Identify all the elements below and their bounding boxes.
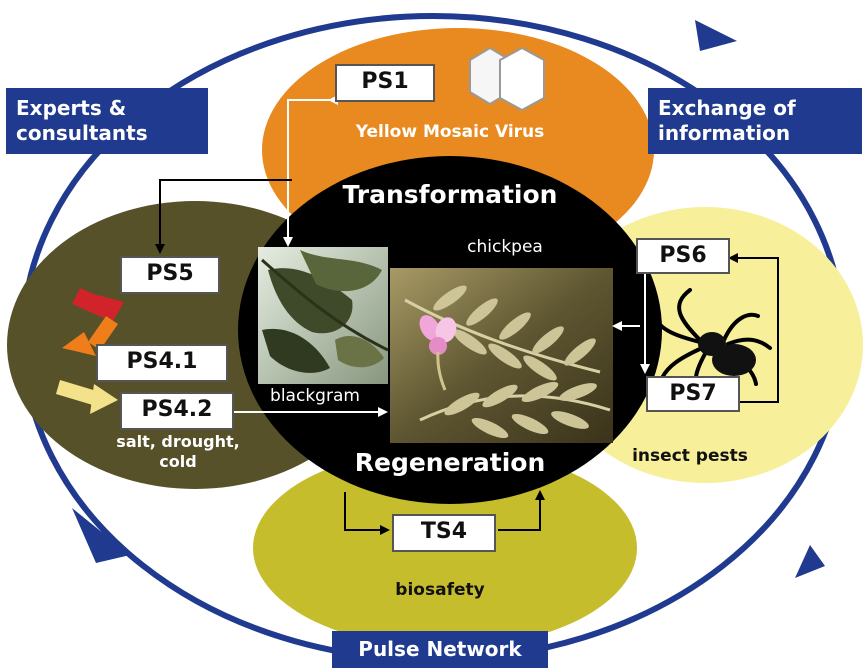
regeneration-title: Regeneration: [354, 448, 546, 477]
abiotic-stress-line-2: cold: [159, 452, 197, 471]
ps1-label: PS1: [361, 69, 409, 94]
circle-arrow-top-right: [695, 20, 737, 51]
biosafety-caption: biosafety: [395, 580, 485, 600]
yellow-arrow-icon: [56, 380, 118, 414]
ps6-label: PS6: [659, 243, 707, 268]
exchange-line-2: information: [658, 121, 791, 145]
ts4-label: TS4: [420, 519, 468, 544]
ts4-box: TS4: [392, 514, 496, 552]
pulse-network-title: Pulse Network: [358, 637, 522, 661]
ps7-label: PS7: [669, 381, 717, 406]
experts-consultants-tag: Experts & consultants: [6, 88, 208, 154]
ps6-box: PS6: [636, 238, 730, 274]
circle-arrow-bottom-left: [72, 508, 130, 563]
circle-arrow-bottom-right: [795, 545, 825, 578]
transformation-title: Transformation: [342, 180, 558, 209]
ps5-box: PS5: [120, 256, 220, 294]
ps1-connector: [283, 95, 338, 247]
ps4-2-label: PS4.2: [141, 397, 213, 422]
ps7-ps6-loop: [728, 253, 779, 403]
ps7-box: PS7: [646, 376, 740, 412]
chickpea-photo: [390, 268, 613, 443]
insect-spider-icon: [652, 288, 772, 396]
experts-line-1: Experts &: [16, 96, 127, 120]
pulse-network-tag: Pulse Network: [332, 631, 548, 668]
ps5-transformation-connector: [155, 179, 292, 254]
virus-hexagon-icon: [469, 46, 545, 112]
red-arrow-icon: [72, 288, 124, 326]
stress-arrow-icons: [56, 288, 124, 414]
ts4-out-connector: [498, 490, 545, 531]
yellow-mosaic-virus-caption: Yellow Mosaic Virus: [355, 122, 545, 142]
abiotic-stress-line-1: salt, drought,: [116, 432, 240, 451]
orange-arrow-icon: [62, 316, 118, 356]
insect-pests-caption: insect pests: [632, 446, 748, 466]
ts4-in-connector: [344, 492, 390, 535]
ps4-1-label: PS4.1: [126, 349, 198, 374]
experts-line-2: consultants: [16, 121, 148, 145]
ps5-label: PS5: [146, 261, 194, 286]
ps4-2-box: PS4.2: [120, 392, 234, 430]
exchange-line-1: Exchange of: [658, 96, 796, 120]
chickpea-label: chickpea: [467, 237, 543, 257]
exchange-information-tag: Exchange of information: [648, 88, 862, 154]
ps1-box: PS1: [335, 64, 435, 102]
ps4-1-box: PS4.1: [96, 344, 228, 382]
blackgram-photo: [258, 247, 389, 384]
connectors: [155, 95, 779, 535]
abiotic-stress-caption: salt, drought, cold: [88, 432, 268, 472]
chickpea-flower-icon: [419, 315, 457, 391]
blackgram-label: blackgram: [270, 386, 360, 406]
